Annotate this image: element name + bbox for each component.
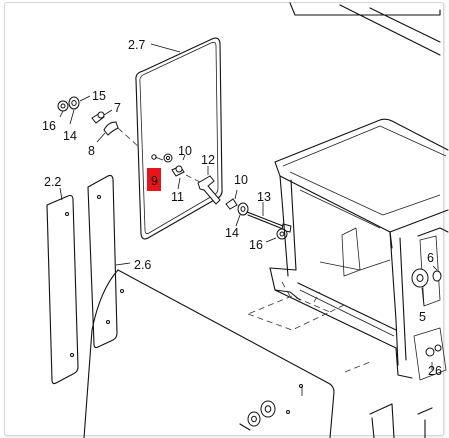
bottom-right-fragment	[369, 403, 433, 438]
top-housing-fragment	[289, 2, 441, 56]
callout-2-2: 2.2	[44, 175, 61, 189]
callout-8: 8	[88, 144, 95, 158]
figure-frame	[4, 2, 444, 436]
callout-7: 7	[114, 101, 121, 115]
leader-2-7	[150, 43, 181, 53]
window-panel-2-6	[87, 174, 131, 349]
callout-2-6: 2.6	[134, 258, 151, 272]
callout-16-right: 16	[249, 238, 263, 252]
callout-10-upper: 10	[178, 144, 192, 158]
fastener-group-left	[57, 95, 141, 149]
window-panel-2-7	[135, 37, 223, 240]
callout-14-right: 14	[225, 226, 239, 240]
callout-6: 6	[427, 251, 434, 265]
callout-16-left: 16	[42, 119, 56, 133]
callout-12: 12	[201, 153, 215, 167]
callout-15: 15	[92, 89, 106, 103]
fastener-group-center	[163, 153, 221, 205]
callout-11: 11	[171, 190, 184, 204]
window-panel-2-2	[46, 187, 79, 385]
callout-13: 13	[257, 190, 271, 204]
large-glass-panel	[83, 269, 335, 438]
callout-9-highlight: 9	[147, 168, 161, 191]
callout-14-left: 14	[63, 129, 77, 143]
callout-2-7: 2.7	[128, 38, 145, 52]
callout-10-lower: 10	[234, 173, 248, 187]
callout-26: 26	[428, 364, 442, 378]
callout-5: 5	[419, 310, 426, 324]
cab-housing	[246, 118, 449, 381]
callout-9: 9	[151, 174, 158, 188]
